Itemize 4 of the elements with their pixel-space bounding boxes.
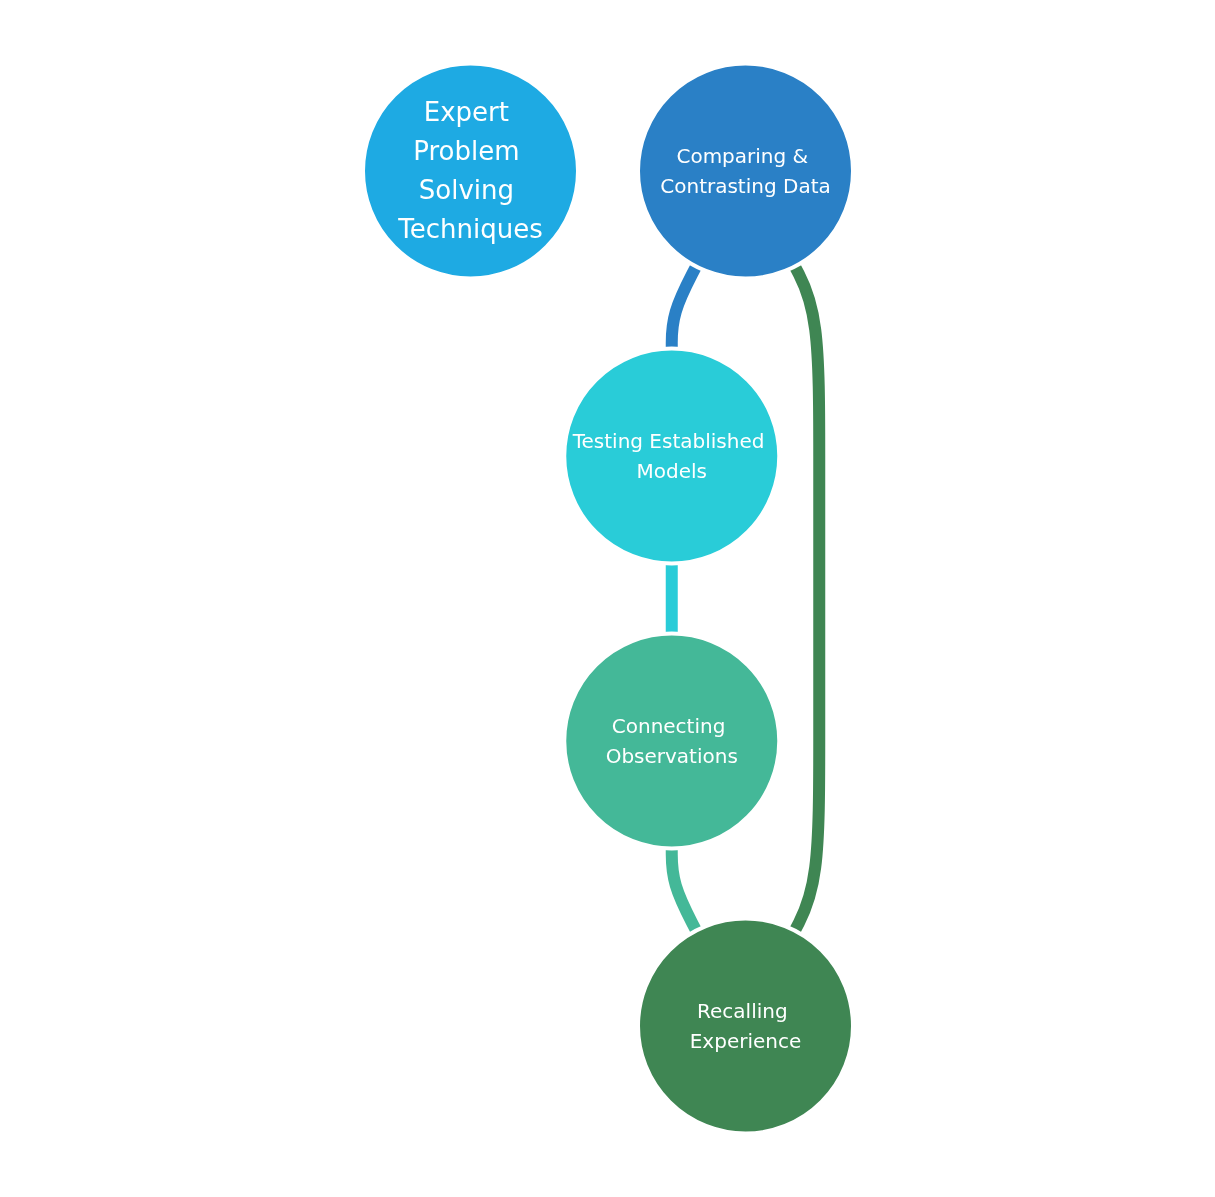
connector bbox=[665, 848, 701, 934]
connector bbox=[789, 263, 825, 934]
connector bbox=[665, 563, 678, 634]
connector bbox=[665, 263, 701, 349]
